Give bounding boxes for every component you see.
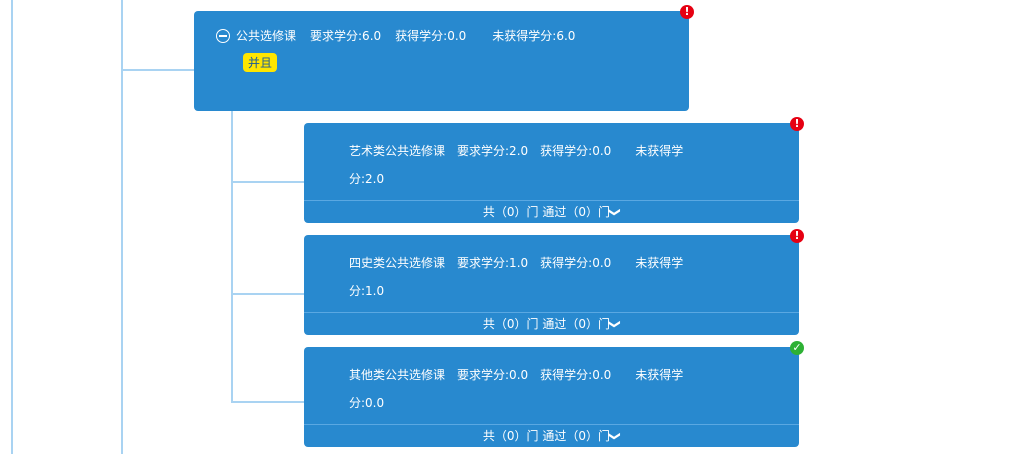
tree-line xyxy=(11,0,13,454)
tree-line xyxy=(231,181,304,183)
earned-credits: 获得学分:0.0 xyxy=(395,29,467,43)
chevron-down-icon: ❯ xyxy=(608,206,623,218)
earned-credits: 获得学分:0.0 xyxy=(540,256,612,270)
error-icon: ! xyxy=(680,5,694,19)
required-credits: 要求学分:6.0 xyxy=(310,29,382,43)
logic-tag: 并且 xyxy=(243,53,278,72)
sub-title: 其他类公共选修课 xyxy=(349,368,446,382)
error-icon: ! xyxy=(790,229,804,243)
course-count-toggle[interactable]: 共（0）门 通过（0）门❯ xyxy=(304,312,799,335)
check-icon: ✓ xyxy=(790,341,804,355)
course-group-card: 公共选修课 要求学分:6.0 获得学分:0.0 未获得学分:6.0 并且 ! xyxy=(194,5,694,111)
course-count: 共（0）门 通过（0）门 xyxy=(482,429,611,443)
chevron-down-icon: ❯ xyxy=(608,318,623,330)
collapse-icon[interactable] xyxy=(216,28,230,43)
course-count-toggle[interactable]: 共（0）门 通过（0）门❯ xyxy=(304,200,799,223)
missing-credits: 未获得学分:1.0 xyxy=(349,256,684,298)
tree-line xyxy=(231,293,304,295)
sub-title: 四史类公共选修课 xyxy=(349,256,446,270)
tree-line xyxy=(121,0,123,454)
error-icon: ! xyxy=(790,117,804,131)
course-count-toggle[interactable]: 共（0）门 通过（0）门❯ xyxy=(304,424,799,447)
course-count: 共（0）门 通过（0）门 xyxy=(482,317,611,331)
course-count: 共（0）门 通过（0）门 xyxy=(482,205,611,219)
tree-line xyxy=(231,111,233,403)
required-credits: 要求学分:0.0 xyxy=(457,368,529,382)
earned-credits: 获得学分:0.0 xyxy=(540,144,612,158)
required-credits: 要求学分:1.0 xyxy=(457,256,529,270)
tree-line xyxy=(231,401,304,403)
missing-credits: 未获得学分:2.0 xyxy=(349,144,684,186)
chevron-down-icon: ❯ xyxy=(608,430,623,442)
missing-credits: 未获得学分:6.0 xyxy=(492,29,576,43)
group-title: 公共选修课 xyxy=(236,29,297,43)
earned-credits: 获得学分:0.0 xyxy=(540,368,612,382)
required-credits: 要求学分:2.0 xyxy=(457,144,529,158)
missing-credits: 未获得学分:0.0 xyxy=(349,368,684,410)
tree-line xyxy=(121,69,194,71)
sub-title: 艺术类公共选修课 xyxy=(349,144,446,158)
